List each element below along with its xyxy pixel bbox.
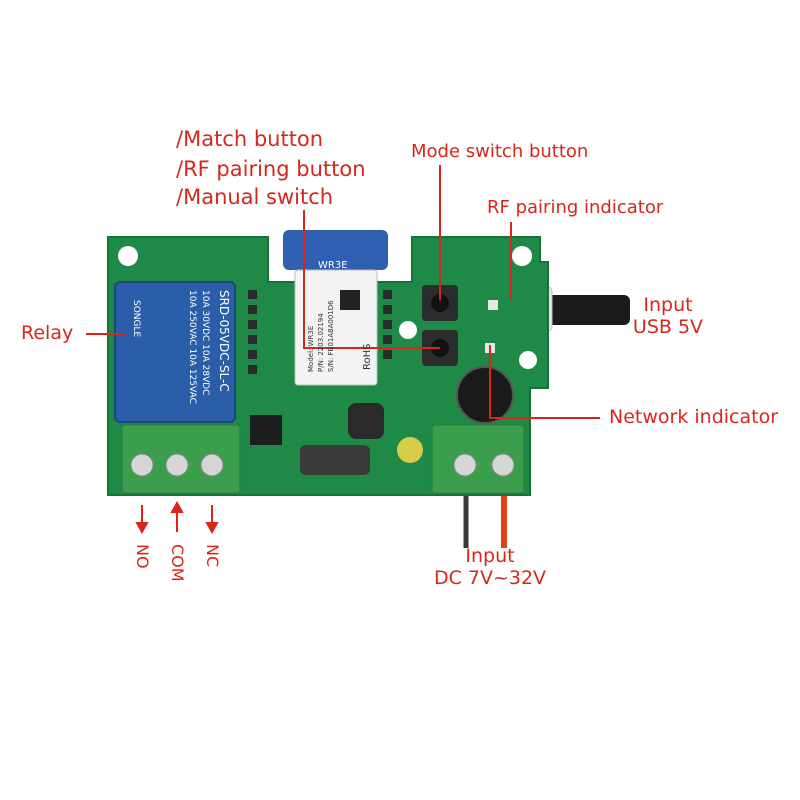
label-terminal-no: NO	[133, 544, 152, 569]
mount-hole	[519, 351, 537, 369]
small-capacitor	[397, 437, 423, 463]
pin-headers	[248, 290, 392, 374]
label-input-usb-line2: USB 5V	[632, 316, 704, 338]
module-sn-text: S/N: FB01A8A001D6	[327, 300, 335, 372]
terminal-screw-no	[130, 453, 154, 477]
terminal-arrows	[135, 500, 219, 535]
module-rohs-text: RoHS	[362, 344, 373, 370]
label-rf-pairing-indicator: RF pairing indicator	[487, 197, 664, 218]
relay-body	[114, 281, 236, 423]
relay-model-text: SRD-05VDC-SL-C	[217, 290, 231, 392]
mount-hole	[118, 246, 138, 266]
relay-rating-1-text: 10A 250VAC 10A 125VAC	[187, 290, 197, 404]
label-manual-switch: /Manual switch	[176, 185, 334, 209]
terminal-screw-com	[165, 453, 189, 477]
module-model-text: Model: WR3E	[307, 326, 315, 372]
label-terminal-com: COM	[168, 544, 187, 582]
label-match-button: /Match button	[176, 127, 324, 151]
module-qr-code	[340, 290, 360, 310]
usb-cable	[545, 295, 630, 325]
module-name-text: WR3E	[318, 260, 348, 271]
capacitor	[456, 366, 514, 424]
label-input-dc-line1: Input	[465, 545, 515, 567]
match-button-line	[303, 210, 440, 349]
annotation-lines	[86, 165, 600, 419]
dc-screw-neg	[453, 453, 477, 477]
label-rf-pairing-button: /RF pairing button	[176, 157, 366, 181]
label-network-indicator: Network indicator	[609, 406, 779, 428]
rf-coil	[300, 445, 370, 475]
label-terminal-nc: NC	[203, 544, 222, 568]
mount-hole	[399, 321, 417, 339]
label-relay: Relay	[21, 322, 74, 344]
mount-hole	[512, 246, 532, 266]
ic-chip	[250, 415, 282, 445]
terminal-screw-nc	[200, 453, 224, 477]
relay-brand-text: SONGLE	[131, 300, 141, 338]
rf-led	[488, 300, 498, 310]
relay-rating-2-text: 10A 30VDC 10A 28VDC	[200, 290, 210, 395]
mode-switch-button-cap	[431, 294, 449, 312]
network-indicator-line	[489, 345, 600, 419]
module-pn-text: P/N: 2203.02194	[317, 313, 325, 372]
dc-screw-pos	[491, 453, 515, 477]
module-antenna	[283, 230, 388, 270]
label-input-dc-line2: DC 7V~32V	[433, 567, 547, 589]
label-input-usb-line1: Input	[643, 294, 693, 316]
inductor	[348, 403, 384, 439]
label-mode-switch-button: Mode switch button	[411, 141, 589, 162]
